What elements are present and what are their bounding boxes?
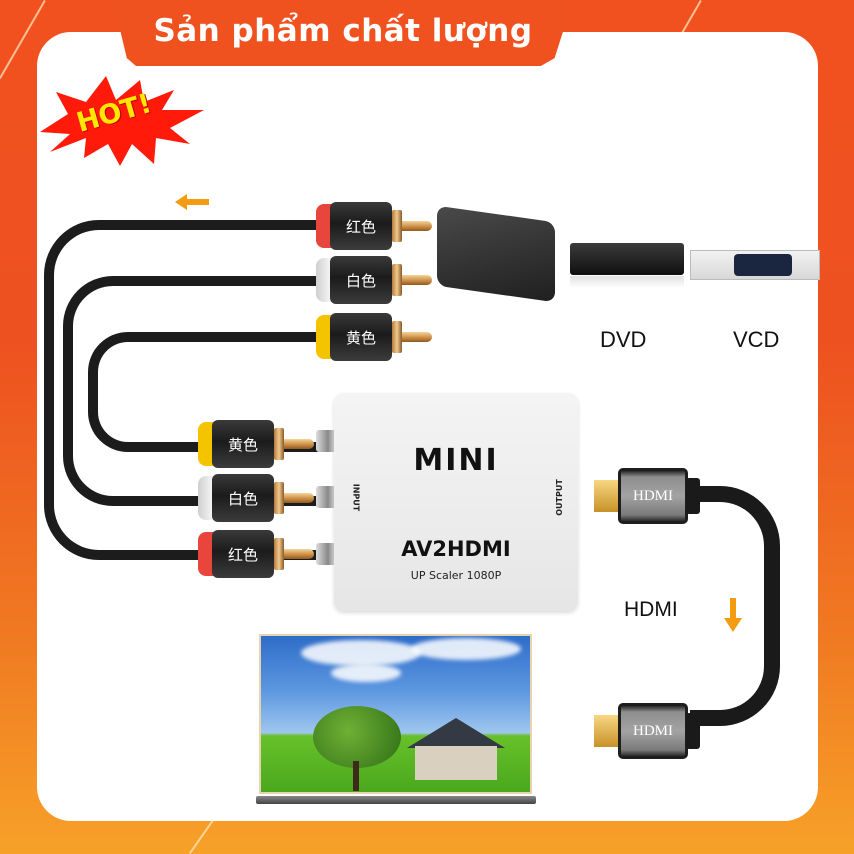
plug-label: 白色 xyxy=(345,271,376,290)
plug-label: 红色 xyxy=(227,545,258,564)
tv-stand xyxy=(256,796,536,804)
plug-cap xyxy=(316,315,334,359)
decorative-line xyxy=(680,0,702,36)
rca-plug-white-bottom: 白色 xyxy=(198,474,316,522)
house-wall xyxy=(415,746,497,780)
plug-collar xyxy=(274,428,284,460)
plug-label: 黄色 xyxy=(227,435,258,454)
input-label: INPUT xyxy=(351,483,361,512)
plug-pin xyxy=(402,332,432,342)
adapter-brand: MINI xyxy=(413,443,499,478)
av-cable-red xyxy=(44,220,324,560)
plug-body: 白色 xyxy=(212,474,274,522)
plug-collar xyxy=(392,210,402,242)
hdmi-connector-label: HDMI xyxy=(633,487,673,504)
header-banner: Sản phẩm chất lượng xyxy=(113,0,573,66)
plug-pin xyxy=(284,439,314,449)
cloud xyxy=(331,664,401,682)
vcd-display xyxy=(734,254,792,276)
tree-trunk xyxy=(353,761,359,791)
hdmi-tip xyxy=(594,715,620,747)
plug-label: 黄色 xyxy=(345,328,376,347)
tv-screen xyxy=(261,636,530,792)
cloud xyxy=(411,638,521,660)
dvd-player-device xyxy=(570,243,684,275)
decorative-line xyxy=(189,820,214,854)
plug-pin xyxy=(402,221,432,231)
plug-body: 白色 xyxy=(330,256,392,304)
plug-pin xyxy=(284,493,314,503)
plug-cap xyxy=(198,532,216,576)
rca-plug-white-top: 白色 xyxy=(316,256,434,304)
house xyxy=(407,718,505,780)
arrow-left-icon xyxy=(175,194,209,210)
plug-pin xyxy=(284,549,314,559)
adapter-model: AV2HDMI xyxy=(401,537,511,561)
av2hdmi-adapter: MINI INPUT OUTPUT AV2HDMI UP Scaler 1080… xyxy=(334,393,578,611)
rca-plug-red-top: 红色 xyxy=(316,202,434,250)
rca-plug-yellow-bottom: 黄色 xyxy=(198,420,316,468)
output-label: OUTPUT xyxy=(555,479,565,516)
plug-label: 红色 xyxy=(345,217,376,236)
plug-cap xyxy=(316,204,334,248)
television xyxy=(259,634,532,794)
hdmi-boot xyxy=(686,478,700,514)
plug-cap xyxy=(198,422,216,466)
rca-plug-red-bottom: 红色 xyxy=(198,530,316,578)
input-jack-white xyxy=(316,486,336,508)
vcd-label: VCD xyxy=(733,327,780,352)
hdmi-connector-top: HDMI xyxy=(594,468,700,524)
hdmi-boot xyxy=(686,713,700,749)
plug-body: 黄色 xyxy=(212,420,274,468)
header-title: Sản phẩm chất lượng xyxy=(153,13,533,49)
plug-cap xyxy=(198,476,216,520)
hdmi-tip xyxy=(594,480,620,512)
tree xyxy=(313,706,401,768)
arrow-down-icon xyxy=(724,598,742,632)
plug-body: 红色 xyxy=(330,202,392,250)
dvd-reflection xyxy=(570,276,684,288)
plug-pin xyxy=(402,275,432,285)
hdmi-shell: HDMI xyxy=(618,468,688,524)
plug-collar xyxy=(274,482,284,514)
plug-body: 黄色 xyxy=(330,313,392,361)
plug-collar xyxy=(274,538,284,570)
house-roof xyxy=(407,718,505,748)
hdmi-shell: HDMI xyxy=(618,703,688,759)
dvd-label: DVD xyxy=(600,327,647,352)
plug-collar xyxy=(392,264,402,296)
starburst-icon xyxy=(40,76,204,166)
hot-badge: HOT! xyxy=(36,72,206,168)
cloud xyxy=(301,640,421,666)
input-jack-red xyxy=(316,543,336,565)
rca-plug-yellow-top: 黄色 xyxy=(316,313,434,361)
plug-label: 白色 xyxy=(227,489,258,508)
plug-collar xyxy=(392,321,402,353)
hdmi-connector-label: HDMI xyxy=(633,722,673,739)
adapter-subtitle: UP Scaler 1080P xyxy=(410,569,502,582)
hdmi-cable-label: HDMI xyxy=(624,598,678,621)
av-cable-white xyxy=(63,276,323,506)
input-jack-yellow xyxy=(316,430,336,452)
plug-cap xyxy=(316,258,334,302)
hdmi-connector-bottom: HDMI xyxy=(594,703,700,759)
plug-body: 红色 xyxy=(212,530,274,578)
hdmi-cable xyxy=(690,486,780,726)
tv-box-device xyxy=(437,205,555,303)
